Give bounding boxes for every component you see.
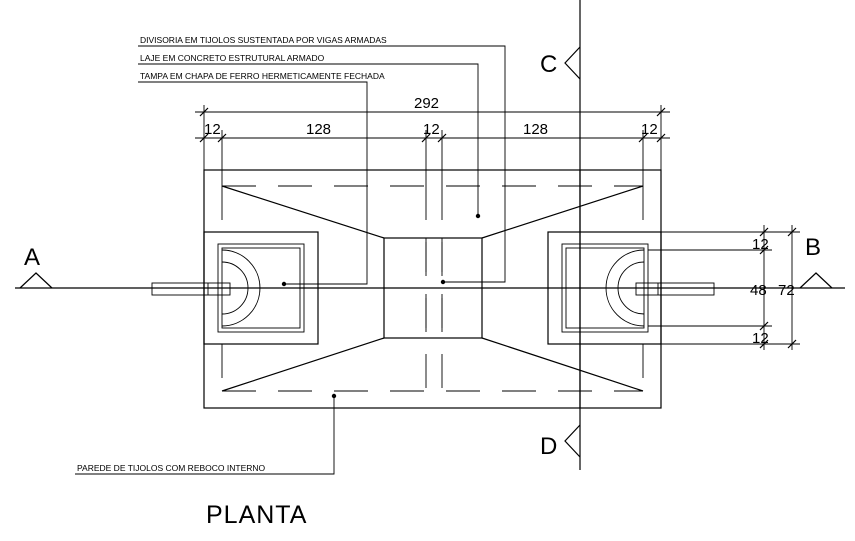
note-divisoria: DIVISORIA EM TIJOLOS SUSTENTADA POR VIGA… [140, 35, 387, 45]
drawing-title: PLANTA [206, 501, 307, 529]
section-arrow-d [564, 424, 581, 458]
section-arrow-a [19, 272, 53, 289]
note-parede: PAREDE DE TIJOLOS COM REBOCO INTERNO [77, 463, 266, 473]
outer-wall [203, 169, 662, 409]
side-dimension-chain [648, 225, 800, 350]
hopper-lines [221, 185, 644, 392]
dim-side-total: 72 [778, 282, 795, 299]
dim-chamber-left: 128 [306, 121, 331, 138]
dim-wall-left: 12 [204, 121, 221, 138]
dim-chamber-right: 128 [523, 121, 548, 138]
note-tampa: TAMPA EM CHAPA DE FERRO HERMETICAMENTE F… [140, 71, 385, 81]
section-label-c: C [540, 51, 557, 78]
section-arrow-b [799, 272, 833, 289]
dim-side-bottom: 12 [752, 330, 769, 347]
leader-lines [75, 45, 506, 475]
hidden-lines [221, 185, 644, 392]
dim-total: 292 [414, 95, 439, 112]
dim-wall-mid: 12 [423, 121, 440, 138]
dim-side-top: 12 [752, 236, 769, 253]
section-arrow-c [564, 46, 581, 80]
dim-side-mid: 48 [750, 282, 767, 299]
section-label-a: A [24, 244, 40, 271]
central-slab [383, 237, 483, 339]
top-dimension-chain [195, 105, 670, 186]
dim-wall-right: 12 [641, 121, 658, 138]
section-label-d: D [540, 433, 557, 460]
note-laje: LAJE EM CONCRETO ESTRUTURAL ARMADO [140, 53, 325, 63]
section-label-b: B [805, 234, 821, 261]
